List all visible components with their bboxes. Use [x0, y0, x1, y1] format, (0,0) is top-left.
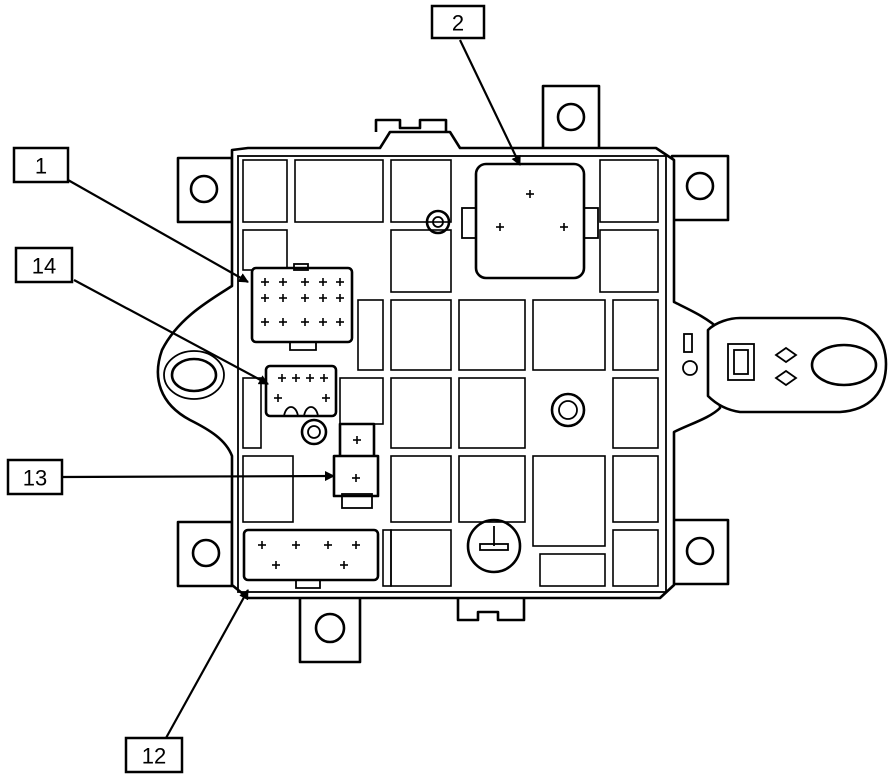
callout-14: 14: [14, 246, 74, 284]
connector-component-1: [250, 263, 354, 351]
bottom-fastener: [466, 518, 522, 574]
callout-2-text: 2: [452, 11, 464, 36]
callout-13-text: 13: [23, 466, 47, 491]
mounting-tab-bottom-right: [670, 518, 730, 586]
connector-component-12: [242, 528, 380, 589]
right-extension: [682, 316, 888, 414]
connector-component-14: [264, 364, 338, 418]
leader-arrow-14: [73, 279, 269, 385]
mounting-tabs: [176, 84, 730, 664]
screw-bosses: [300, 209, 586, 574]
mounting-tab-top: [541, 84, 601, 152]
left-mount-hole: [163, 350, 225, 400]
module-component-13: [332, 422, 380, 509]
housing-grid: [242, 159, 659, 587]
callout-14-text: 14: [32, 254, 56, 279]
mounting-tab-top-left: [176, 156, 234, 224]
mounting-tab-bottom: [298, 594, 362, 664]
callout-1-text: 1: [35, 154, 47, 179]
callout-12-text: 12: [142, 744, 166, 769]
callout-2: 2: [430, 4, 486, 40]
mounting-tab-right: [670, 154, 730, 222]
leader-arrow-12: [165, 589, 249, 739]
leader-arrow-1: [67, 179, 249, 283]
leader-arrow-2: [459, 39, 521, 166]
relay-component-2: [461, 162, 599, 280]
callout-1: 1: [12, 146, 70, 184]
leader-arrows: [61, 39, 521, 739]
callout-13: 13: [6, 458, 64, 496]
callout-12: 12: [124, 736, 184, 774]
terminal-markers: [258, 278, 361, 569]
leader-arrow-13: [61, 471, 335, 482]
mounting-tab-bottom-left: [176, 520, 234, 588]
